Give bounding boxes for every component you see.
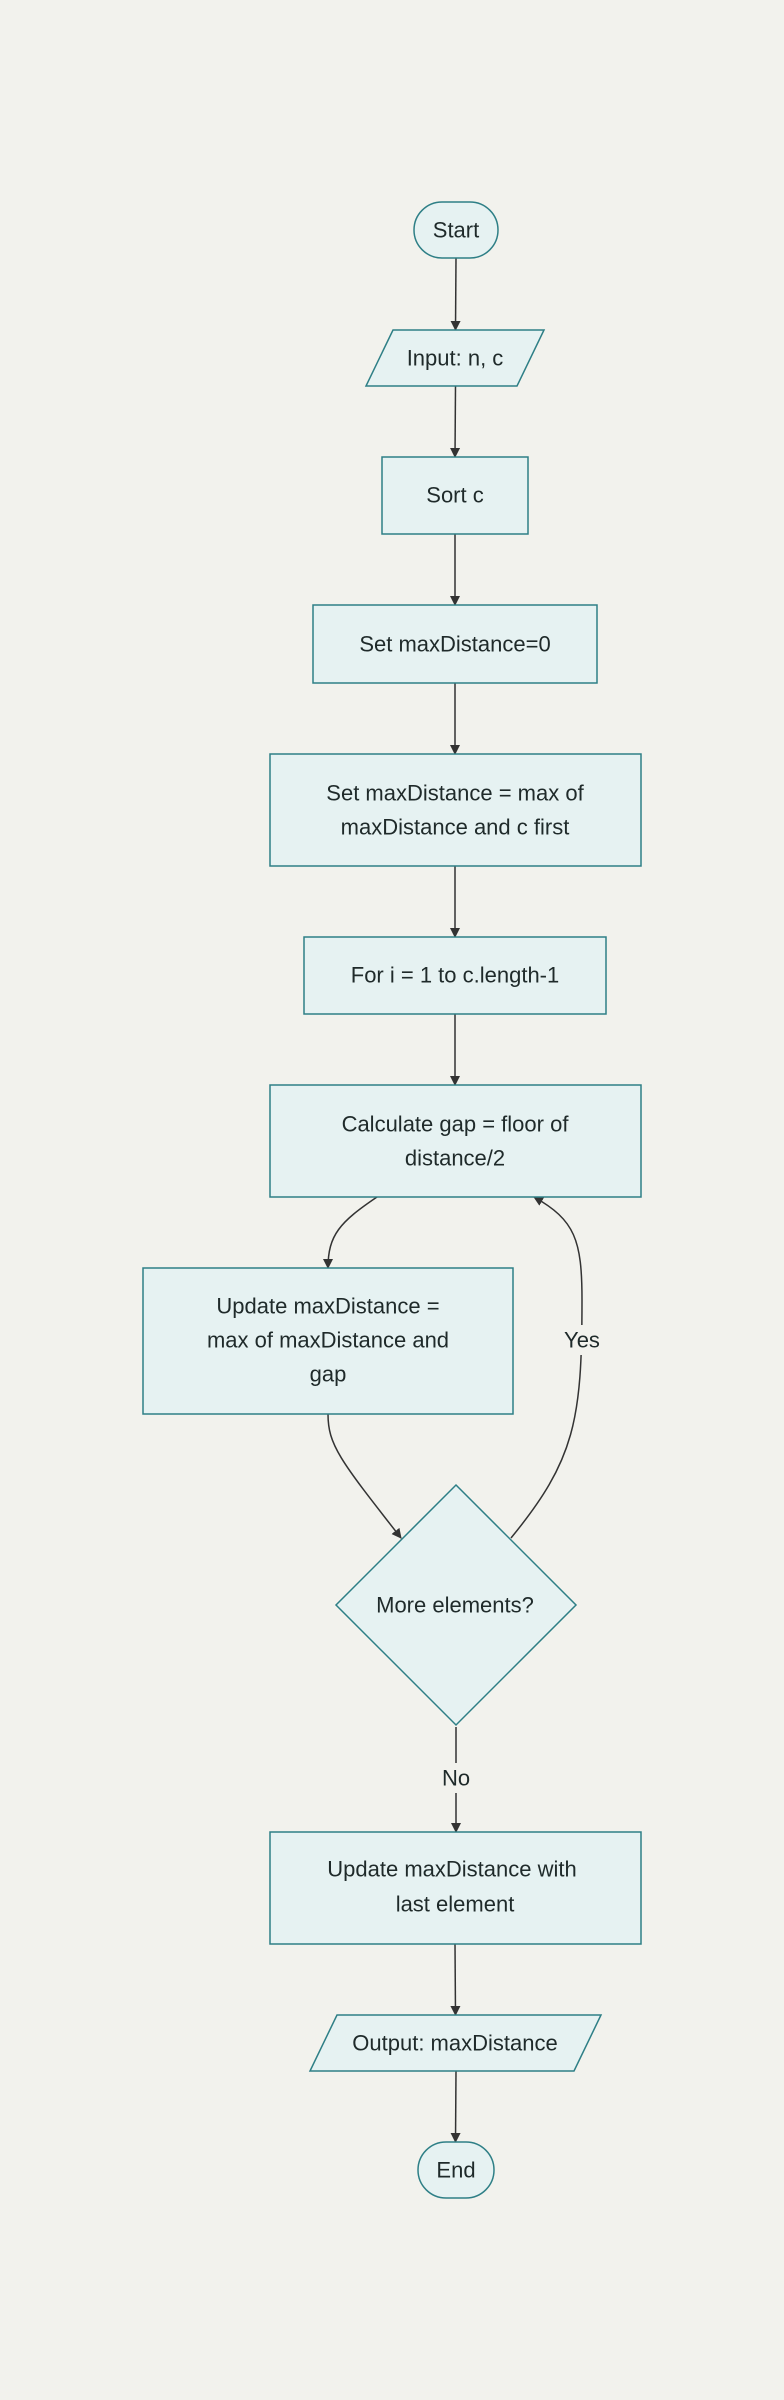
node-end-label: End	[436, 2158, 475, 2183]
node-update-max-gap-line-1: Update maxDistance =	[216, 1294, 439, 1319]
node-set-max-zero: Set maxDistance=0	[312, 604, 598, 684]
edge-input-to-sort	[450, 385, 461, 458]
node-update-max-last-line-1: Update maxDistance with	[327, 1857, 576, 1882]
process-shape	[312, 604, 598, 684]
node-for-loop: For i = 1 to c.length-1	[303, 936, 607, 1015]
node-set-max-first-line-2: maxDistance and c first	[341, 815, 570, 840]
node-end: End	[417, 2141, 495, 2199]
process-shape	[381, 456, 529, 535]
node-more-elements-decision: More elements?	[334, 1483, 578, 1727]
process-shape	[142, 1267, 514, 1415]
process-shape	[269, 1084, 642, 1198]
terminal-shape	[413, 201, 499, 259]
node-start: Start	[413, 201, 499, 259]
node-set-max-first-line-1: Set maxDistance = max of	[326, 781, 584, 806]
edge-label-no-text: No	[442, 1766, 470, 1791]
process-shape	[269, 753, 642, 867]
node-set-max-first: Set maxDistance = max of maxDistance and…	[269, 753, 642, 867]
node-calc-gap-line-2: distance/2	[405, 1146, 505, 1171]
node-for-loop-label: For i = 1 to c.length-1	[351, 963, 560, 988]
decision-diamond-shape	[334, 1483, 578, 1727]
edge-output-to-end	[450, 2070, 461, 2143]
node-update-max-gap-line-3: gap	[310, 1362, 347, 1387]
node-calc-gap-line-1: Calculate gap = floor of	[342, 1112, 570, 1137]
terminal-shape	[417, 2141, 495, 2199]
edge-start-to-input	[450, 257, 461, 331]
node-sort: Sort c	[381, 456, 529, 535]
edge-label-no: No	[436, 1763, 476, 1793]
node-set-max-zero-label: Set maxDistance=0	[359, 632, 550, 657]
node-update-max-last: Update maxDistance with last element	[269, 1831, 642, 1945]
node-calc-gap: Calculate gap = floor of distance/2	[269, 1084, 642, 1198]
node-more-elements-label: More elements?	[376, 1593, 534, 1618]
node-sort-label: Sort c	[426, 483, 483, 508]
node-start-label: Start	[433, 218, 479, 243]
process-shape	[269, 1831, 642, 1945]
node-update-max-gap: Update maxDistance = max of maxDistance …	[142, 1267, 514, 1415]
edge-update-max-last-to-output	[450, 1943, 461, 2016]
edge-decision-yes-to-calc-gap	[510, 1196, 583, 1539]
edge-label-yes: Yes	[560, 1325, 604, 1355]
output-parallelogram-shape	[308, 2014, 603, 2072]
node-output: Output: maxDistance	[308, 2014, 603, 2072]
node-input: Input: n, c	[364, 329, 546, 387]
node-output-label: Output: maxDistance	[352, 2031, 557, 2056]
process-shape	[303, 936, 607, 1015]
edge-calc-gap-to-update-max-gap	[323, 1196, 378, 1269]
edge-label-yes-text: Yes	[564, 1328, 600, 1353]
input-parallelogram-shape	[364, 329, 546, 387]
edge-update-max-gap-to-decision	[327, 1413, 402, 1539]
node-update-max-gap-line-2: max of maxDistance and	[207, 1328, 449, 1353]
node-update-max-last-line-2: last element	[396, 1892, 515, 1917]
node-input-label: Input: n, c	[407, 346, 504, 371]
